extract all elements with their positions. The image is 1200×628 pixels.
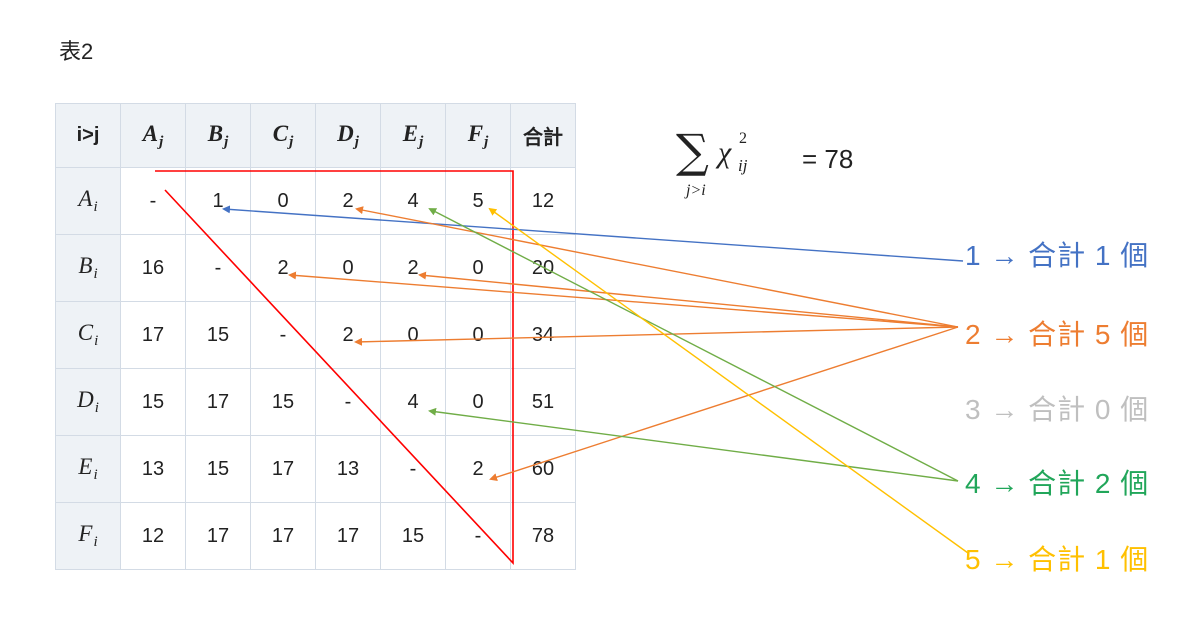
row-header-e: Ei bbox=[55, 435, 121, 503]
table-cell: 17 bbox=[120, 301, 186, 369]
col-header-b: Bj bbox=[185, 103, 251, 168]
row-header-c: Ci bbox=[55, 301, 121, 369]
table-cell: - bbox=[445, 502, 511, 570]
row-total: 60 bbox=[510, 435, 576, 503]
table-cell: 4 bbox=[380, 167, 446, 235]
table-cell: 17 bbox=[250, 435, 316, 503]
table-row: Fi 12 17 17 17 15 - 78 bbox=[55, 502, 576, 570]
table-row: Bi 16 - 2 0 2 0 20 bbox=[55, 234, 576, 302]
row-header-b: Bi bbox=[55, 234, 121, 302]
table-cell: 0 bbox=[380, 301, 446, 369]
formula-result: = 78 bbox=[802, 144, 854, 174]
table-cell: 17 bbox=[250, 502, 316, 570]
table-cell: - bbox=[120, 167, 186, 235]
table-row: Ei 13 15 17 13 - 2 60 bbox=[55, 435, 576, 503]
table-cell: - bbox=[250, 301, 316, 369]
table-cell: 2 bbox=[445, 435, 511, 503]
col-header-a: Aj bbox=[120, 103, 186, 168]
table-cell: 5 bbox=[445, 167, 511, 235]
row-total: 12 bbox=[510, 167, 576, 235]
summation-index: j>i bbox=[686, 182, 706, 199]
legend-count-2: 2 → 合計 5 個 bbox=[965, 319, 1150, 350]
table-cell: 15 bbox=[380, 502, 446, 570]
table-cell: 16 bbox=[120, 234, 186, 302]
table-cell: 0 bbox=[445, 301, 511, 369]
chi-subscript: ij bbox=[738, 156, 748, 175]
table-cell: 15 bbox=[185, 435, 251, 503]
table-cell: 13 bbox=[120, 435, 186, 503]
table-cell: 0 bbox=[445, 234, 511, 302]
table-cell: 17 bbox=[185, 368, 251, 436]
corner-header: i>j bbox=[55, 103, 121, 168]
table-cell: 0 bbox=[445, 368, 511, 436]
table-cell: - bbox=[315, 368, 381, 436]
table-cell: 2 bbox=[380, 234, 446, 302]
chi-square-table: i>j Aj Bj Cj Dj Ej Fj 合計 Ai - 1 0 2 4 5 … bbox=[55, 103, 576, 570]
table-cell: 2 bbox=[315, 301, 381, 369]
table-cell: 0 bbox=[315, 234, 381, 302]
table-cell: 13 bbox=[315, 435, 381, 503]
table-cell: 17 bbox=[315, 502, 381, 570]
table-cell: 17 bbox=[185, 502, 251, 570]
row-header-f: Fi bbox=[55, 502, 121, 570]
legend-count-1: 1 → 合計 1 個 bbox=[965, 240, 1150, 271]
table-cell: 0 bbox=[250, 167, 316, 235]
chi-exponent: 2 bbox=[739, 130, 747, 147]
table-cell: 12 bbox=[120, 502, 186, 570]
row-total: 34 bbox=[510, 301, 576, 369]
table-cell: - bbox=[185, 234, 251, 302]
table-cell: 2 bbox=[315, 167, 381, 235]
table-cell: 15 bbox=[250, 368, 316, 436]
table-row: Ci 17 15 - 2 0 0 34 bbox=[55, 301, 576, 369]
legend-count-3: 3 → 合計 0 個 bbox=[965, 394, 1150, 425]
legend-count-4: 4 → 合計 2 個 bbox=[965, 468, 1150, 499]
row-total: 20 bbox=[510, 234, 576, 302]
row-header-d: Di bbox=[55, 368, 121, 436]
col-header-total: 合計 bbox=[510, 103, 576, 168]
col-header-e: Ej bbox=[380, 103, 446, 168]
table-row: Ai - 1 0 2 4 5 12 bbox=[55, 167, 576, 235]
row-total: 78 bbox=[510, 502, 576, 570]
row-header-a: Ai bbox=[55, 167, 121, 235]
table-row: Di 15 17 15 - 4 0 51 bbox=[55, 368, 576, 436]
row-total: 51 bbox=[510, 368, 576, 436]
col-header-c: Cj bbox=[250, 103, 316, 168]
table-cell: - bbox=[380, 435, 446, 503]
table-cell: 15 bbox=[185, 301, 251, 369]
table-cell: 1 bbox=[185, 167, 251, 235]
col-header-d: Dj bbox=[315, 103, 381, 168]
col-header-f: Fj bbox=[445, 103, 511, 168]
table-cell: 15 bbox=[120, 368, 186, 436]
header-row: i>j Aj Bj Cj Dj Ej Fj 合計 bbox=[55, 103, 576, 168]
summation-symbol: ∑ bbox=[676, 124, 709, 178]
legend-count-5: 5 → 合計 1 個 bbox=[965, 544, 1150, 575]
table-cell: 4 bbox=[380, 368, 446, 436]
chi-symbol: χ bbox=[718, 136, 732, 169]
table-caption: 表2 bbox=[59, 39, 94, 64]
table-cell: 2 bbox=[250, 234, 316, 302]
